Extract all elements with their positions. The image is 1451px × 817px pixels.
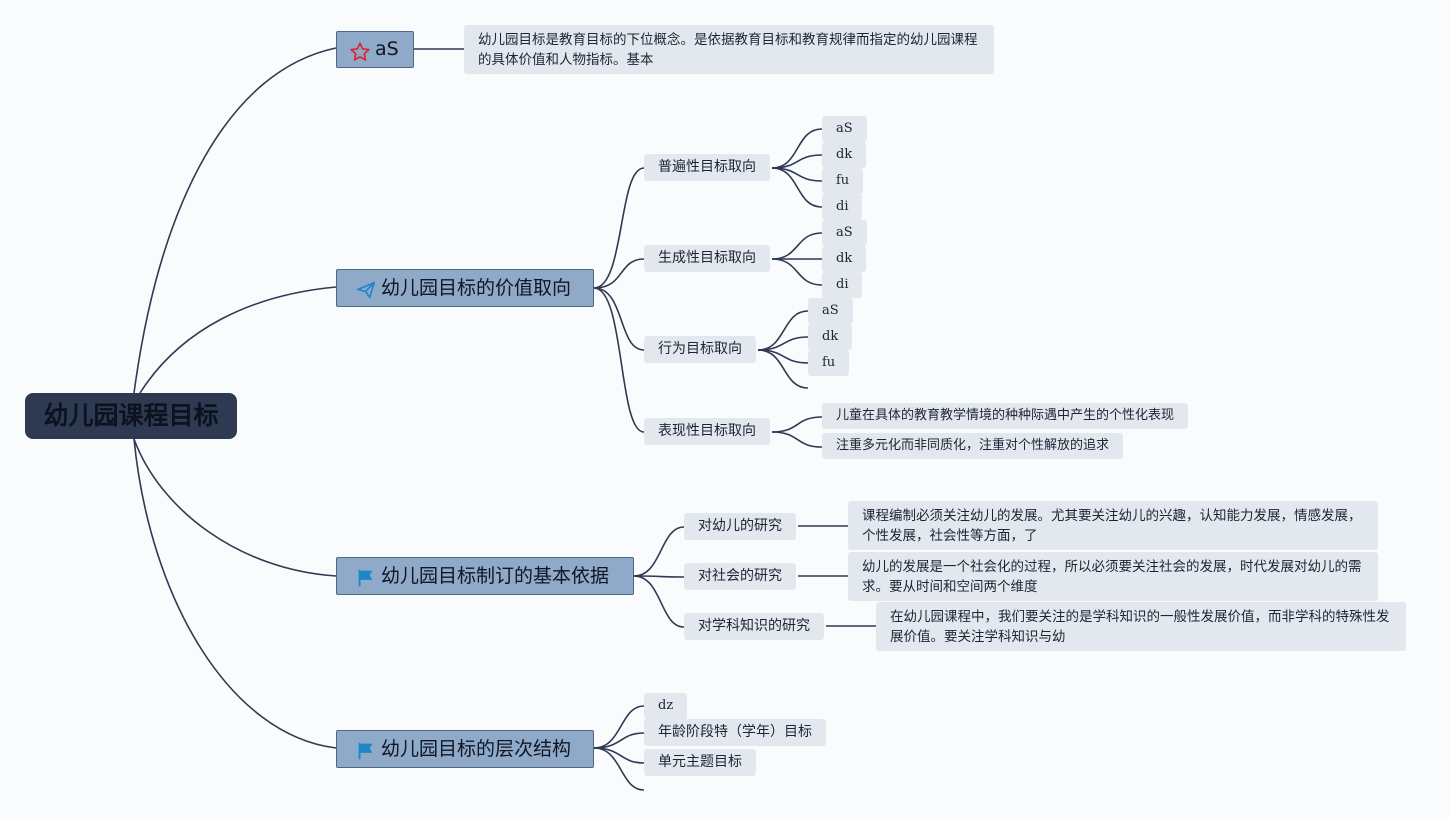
sub-universal-goal[interactable]: 普遍性目标取向 [644, 154, 770, 181]
sub-generative-goal[interactable]: 生成性目标取向 [644, 245, 770, 272]
leaf-item[interactable]: fu [822, 168, 864, 194]
sub-unit-theme-goal[interactable]: 单元主题目标 [644, 749, 756, 776]
branch-label: 幼儿园目标制订的基本依据 [381, 564, 610, 587]
leaf-item[interactable]: di [822, 272, 863, 298]
leaf-item[interactable]: fu [808, 350, 850, 376]
sub-expressive-goal[interactable]: 表现性目标取向 [644, 418, 770, 445]
sub-age-stage-goal[interactable]: 年龄阶段特（学年）目标 [644, 719, 826, 746]
leaf-item[interactable]: aS [808, 298, 853, 324]
flag-icon [355, 738, 377, 760]
branch-basis[interactable]: 幼儿园目标制订的基本依据 [336, 557, 634, 595]
leaf-item[interactable]: 儿童在具体的教育教学情境的种种际遇中产生的个性化表现 [822, 403, 1189, 429]
branch-label: 幼儿园目标的层次结构 [381, 737, 572, 760]
branch-label: 幼儿园目标的价值取向 [381, 276, 572, 299]
branch-hierarchy[interactable]: 幼儿园目标的层次结构 [336, 730, 594, 768]
branch-as[interactable]: aS [336, 31, 414, 68]
society-research-note[interactable]: 幼儿的发展是一个社会化的过程，所以必须要关注社会的发展，时代发展对幼儿的需求。要… [848, 552, 1378, 601]
leaf-item[interactable]: aS [822, 220, 867, 246]
sub-behavioral-goal[interactable]: 行为目标取向 [644, 336, 756, 363]
sub-dz[interactable]: dz [644, 693, 688, 719]
flag-icon [355, 565, 377, 587]
leaf-item[interactable]: 注重多元化而非同质化，注重对个性解放的追求 [822, 433, 1124, 459]
leaf-item[interactable]: dk [808, 324, 853, 350]
sub-child-research[interactable]: 对幼儿的研究 [684, 513, 796, 540]
child-research-note[interactable]: 课程编制必须关注幼儿的发展。尤其要关注幼儿的兴趣，认知能力发展，情感发展，个性发… [848, 501, 1378, 550]
paper-plane-icon [355, 277, 377, 299]
root-topic[interactable]: 幼儿园课程目标 [25, 393, 237, 439]
leaf-item[interactable]: dk [822, 246, 867, 272]
knowledge-research-note[interactable]: 在幼儿园课程中，我们要关注的是学科知识的一般性发展价值，而非学科的特殊性发展价值… [876, 602, 1406, 651]
star-icon [349, 39, 371, 61]
leaf-item[interactable]: dk [822, 142, 867, 168]
sub-knowledge-research[interactable]: 对学科知识的研究 [684, 613, 824, 640]
branch-label: aS [375, 38, 399, 60]
leaf-item[interactable]: di [822, 194, 863, 220]
branch-value-orientation[interactable]: 幼儿园目标的价值取向 [336, 269, 594, 307]
sub-society-research[interactable]: 对社会的研究 [684, 563, 796, 590]
definition-note[interactable]: 幼儿园目标是教育目标的下位概念。是依据教育目标和教育规律而指定的幼儿园课程的具体… [464, 25, 994, 74]
leaf-item[interactable]: aS [822, 116, 867, 142]
